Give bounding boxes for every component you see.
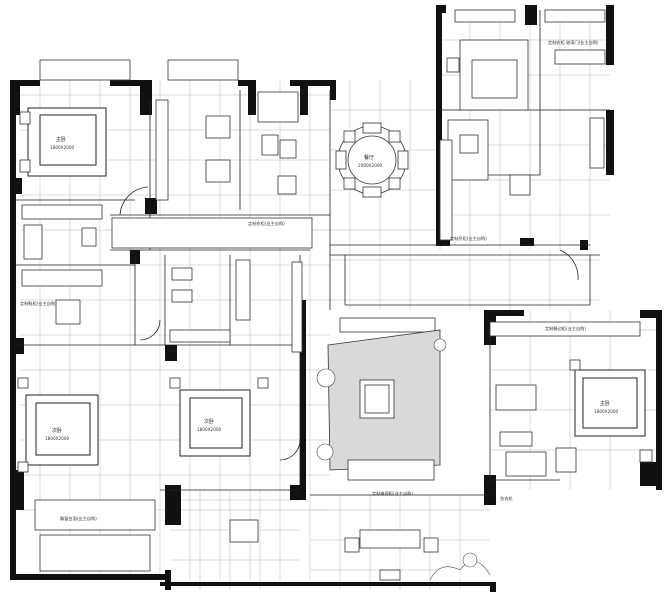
cabinets xyxy=(111,49,641,353)
bedroom-sw: 次卧 1800X2000 xyxy=(17,377,99,473)
note-glass: 定制衣柜 玻璃门(业主自购) xyxy=(548,39,599,46)
bathroom-east xyxy=(495,384,577,477)
note-bay: 飘窗台面(业主自购) xyxy=(60,515,97,522)
bathroom-north xyxy=(257,91,299,195)
balconies xyxy=(34,9,606,572)
note-tv: 定制电视柜(业主自购) xyxy=(372,490,413,497)
bedroom-sw-name: 次卧 xyxy=(52,427,62,434)
walls xyxy=(10,5,662,592)
note-wardrobe: 定制衣柜(业主自购) xyxy=(248,220,285,227)
annotations: 定制衣柜(业主自购) 定制鞋柜(业主自购) 定制吊柜(业主自购) 定制电视柜(业… xyxy=(20,39,599,522)
note-shoe: 定制鞋柜(业主自购) xyxy=(20,300,57,307)
bedroom-master: 主卧 1800X2000 xyxy=(19,107,107,177)
door-swings xyxy=(119,186,579,461)
note-cabinet: 定制餐边柜(业主自购) xyxy=(545,325,586,332)
note-wash: 洗衣机 xyxy=(500,495,513,502)
bedroom-sw-size: 1800X2000 xyxy=(45,436,70,441)
dining-name: 餐厅 xyxy=(364,154,374,161)
bedroom-east-name: 主卧 xyxy=(600,400,610,407)
south-balcony xyxy=(229,519,491,581)
bedroom-center: 次卧 1800X2000 xyxy=(169,377,269,457)
dining-size: 2000X2000 xyxy=(358,163,383,168)
bedroom-center-name: 次卧 xyxy=(204,418,214,425)
bedroom-master-size: 1800X2000 xyxy=(50,145,75,150)
dining-room: 餐厅 2000X2000 xyxy=(335,122,409,198)
bedroom-center-size: 1800X2000 xyxy=(197,427,222,432)
bedroom-east-size: 1800X2000 xyxy=(594,409,619,414)
bedroom-east: 主卧 1800X2000 xyxy=(569,359,653,463)
note-pantry: 定制吊柜(业主自购) xyxy=(450,235,487,242)
bedroom-master-name: 主卧 xyxy=(56,136,66,143)
bathroom-west xyxy=(21,204,103,325)
kitchen xyxy=(446,39,531,196)
living-room xyxy=(316,317,447,481)
